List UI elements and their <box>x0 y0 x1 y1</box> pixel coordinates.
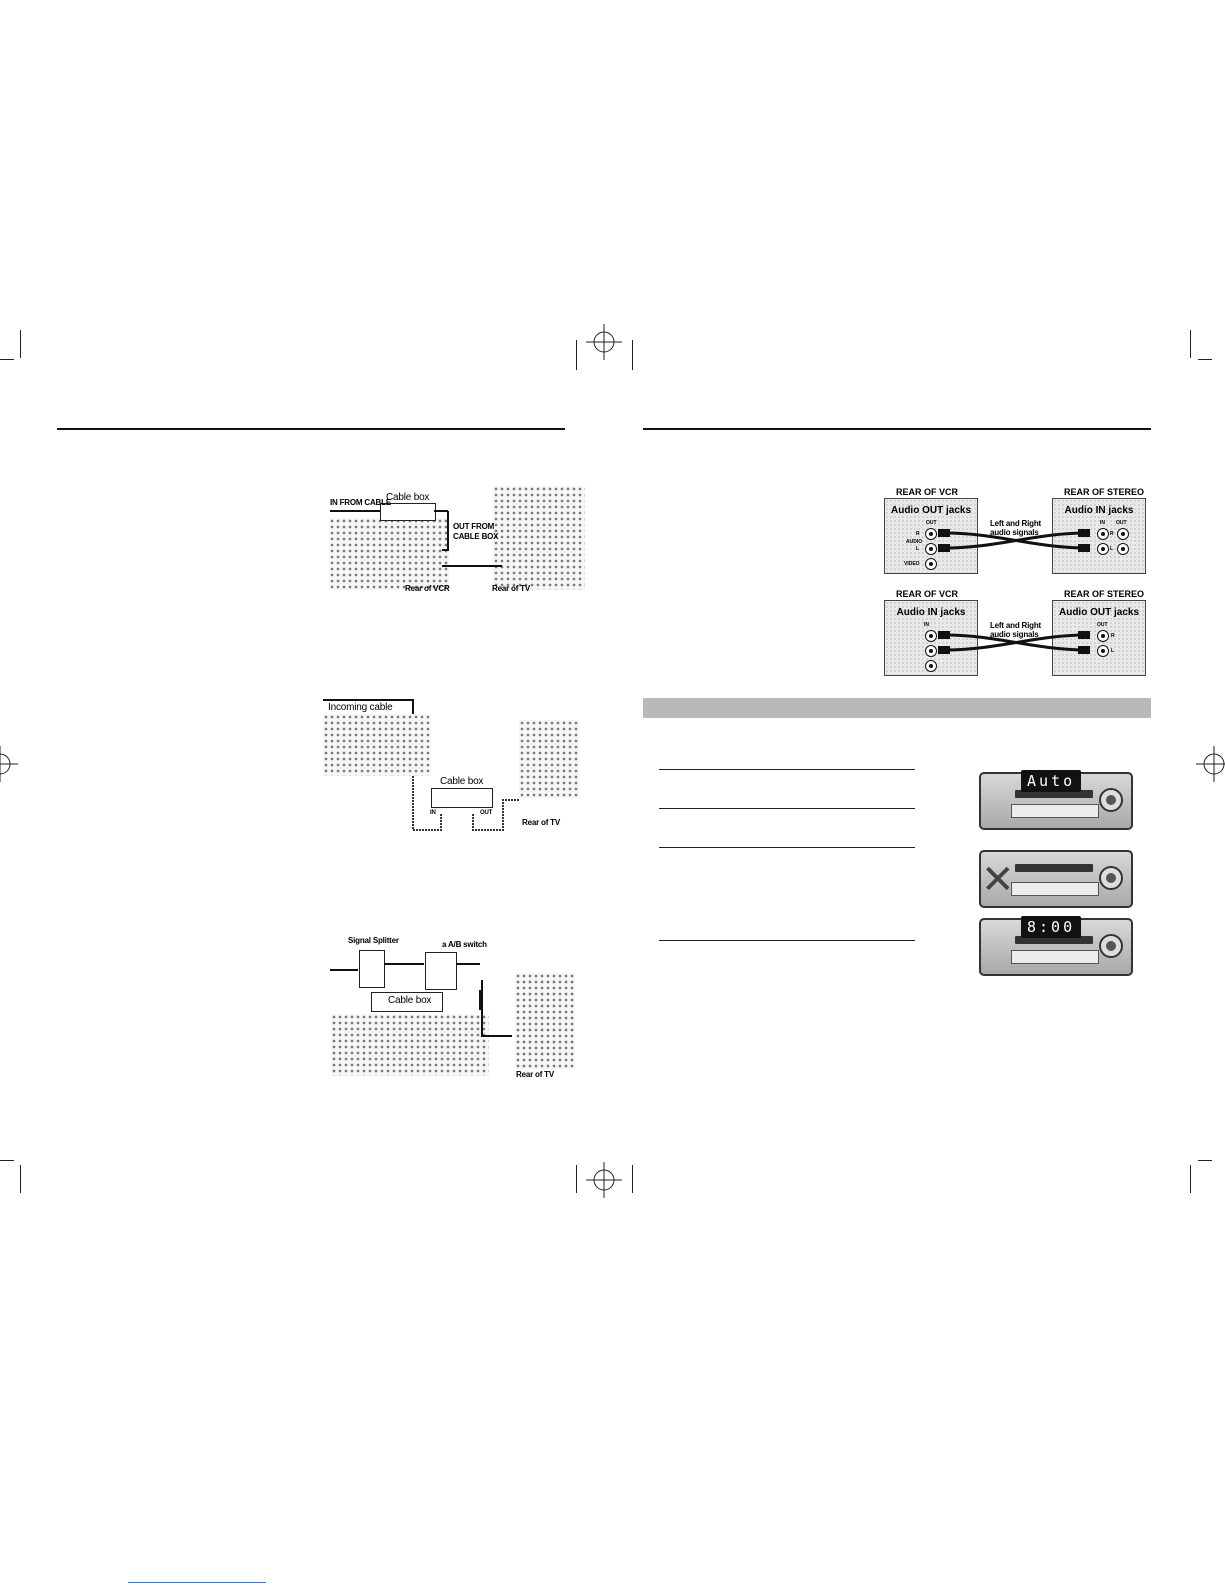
jack-icon <box>925 660 937 672</box>
signals-line-2: audio signals <box>990 528 1039 537</box>
rear-of-tv-label: Rear of TV <box>492 584 531 593</box>
ab-switch-label: a A/B switch <box>442 940 487 949</box>
rear-of-tv-label-3: Rear of TV <box>516 1070 555 1079</box>
jack-icon <box>925 558 937 570</box>
vcr-display: Auto <box>1021 770 1082 792</box>
jack-icon <box>1097 645 1109 657</box>
l-label: L <box>916 546 920 552</box>
left-page-header-rule <box>57 428 565 430</box>
audio-label: AUDIO <box>906 539 923 545</box>
r-label: R <box>916 531 920 537</box>
jack-icon <box>925 630 937 642</box>
cable-box-3 <box>371 992 443 1012</box>
vcr-rear-panel-3 <box>331 1014 489 1076</box>
jack-icon <box>925 645 937 657</box>
section-heading-bar <box>643 698 1151 718</box>
bottom-line <box>128 1582 266 1583</box>
in-from-cable-label: IN FROM CABLE <box>330 498 391 507</box>
video-label: VIDEO <box>904 561 920 567</box>
rear-of-vcr-label: Rear of VCR <box>405 584 450 593</box>
cable-box-label: Cable box <box>386 492 430 503</box>
out-label: OUT <box>926 520 937 526</box>
cable-box-label-2: Cable box <box>440 776 484 787</box>
incoming-cable-label: Incoming cable <box>328 702 393 713</box>
panel-title: Audio OUT jacks <box>1058 607 1139 618</box>
vcr-rear-panel-2 <box>323 714 431 776</box>
vcr-front-time-display: 8:00 <box>979 916 1133 976</box>
in-label-2: IN <box>430 810 436 816</box>
jack-icon <box>1117 528 1129 540</box>
step-divider <box>659 940 915 941</box>
out-label: OUT <box>1097 622 1108 628</box>
tv-rear-panel <box>493 486 585 590</box>
step-divider <box>659 847 915 848</box>
registration-mark-top <box>586 324 622 360</box>
cable-lines-3 <box>330 963 512 1037</box>
signals-line-1: Left and Right <box>990 519 1041 528</box>
signals-line-2: audio signals <box>990 630 1039 639</box>
cross-icon: ✕ <box>981 857 1015 903</box>
jack-icon <box>925 528 937 540</box>
rear-of-stereo-heading: REAR OF STEREO <box>1064 589 1145 599</box>
panel-title: Audio OUT jacks <box>890 505 971 516</box>
audio-cable <box>938 529 1090 552</box>
vcr-rear-panel <box>329 518 449 590</box>
out-label: OUT <box>1116 520 1127 526</box>
panel-title: Audio IN jacks <box>1064 505 1134 516</box>
step-divider <box>659 769 915 770</box>
panel-title: Audio IN jacks <box>896 607 966 618</box>
out-from-label: OUT FROM <box>453 522 495 531</box>
in-label: IN <box>924 622 929 628</box>
jack-icon <box>1097 630 1109 642</box>
rear-of-stereo-heading: REAR OF STEREO <box>1064 487 1145 497</box>
registration-mark-right <box>1196 746 1225 782</box>
vcr-display: 8:00 <box>1021 916 1082 938</box>
jack-icon <box>1117 543 1129 555</box>
tv-rear-panel-3 <box>515 973 575 1069</box>
vcr-front-off: ✕ <box>979 850 1133 908</box>
stereo-audio-out-panel: Audio OUT jacks <box>1052 600 1146 676</box>
r-label: R <box>1111 633 1115 639</box>
signals-line-1: Left and Right <box>990 621 1041 630</box>
jack-icon <box>1097 543 1109 555</box>
vcr-front-auto-display: Auto <box>979 770 1133 830</box>
l-label: L <box>1110 546 1114 552</box>
r-label: R <box>1110 531 1114 537</box>
rear-of-vcr-heading: REAR OF VCR <box>896 487 959 497</box>
audio-cable <box>938 631 1090 654</box>
cable-box-label-3: Cable box <box>388 995 432 1006</box>
jack-icon <box>925 543 937 555</box>
cable-box-small-label: CABLE BOX <box>453 532 499 541</box>
right-page-header-rule <box>643 428 1151 430</box>
registration-mark-bottom <box>586 1162 622 1198</box>
jack-icon <box>1097 528 1109 540</box>
step-divider <box>659 808 915 809</box>
l-label: L <box>1111 648 1115 654</box>
signal-splitter-label: Signal Splitter <box>348 936 399 945</box>
rear-of-tv-label-2: Rear of TV <box>522 818 561 827</box>
signal-splitter <box>359 950 385 988</box>
rear-of-vcr-heading: REAR OF VCR <box>896 589 959 599</box>
cable-lines <box>330 510 502 567</box>
in-label: IN <box>1100 520 1105 526</box>
registration-mark-left <box>0 746 18 782</box>
tv-rear-panel-2 <box>519 720 579 798</box>
cable-box-2 <box>431 788 493 808</box>
out-label-2: OUT <box>480 810 493 816</box>
cable-lines-2 <box>323 699 519 831</box>
ab-switch <box>425 952 457 990</box>
